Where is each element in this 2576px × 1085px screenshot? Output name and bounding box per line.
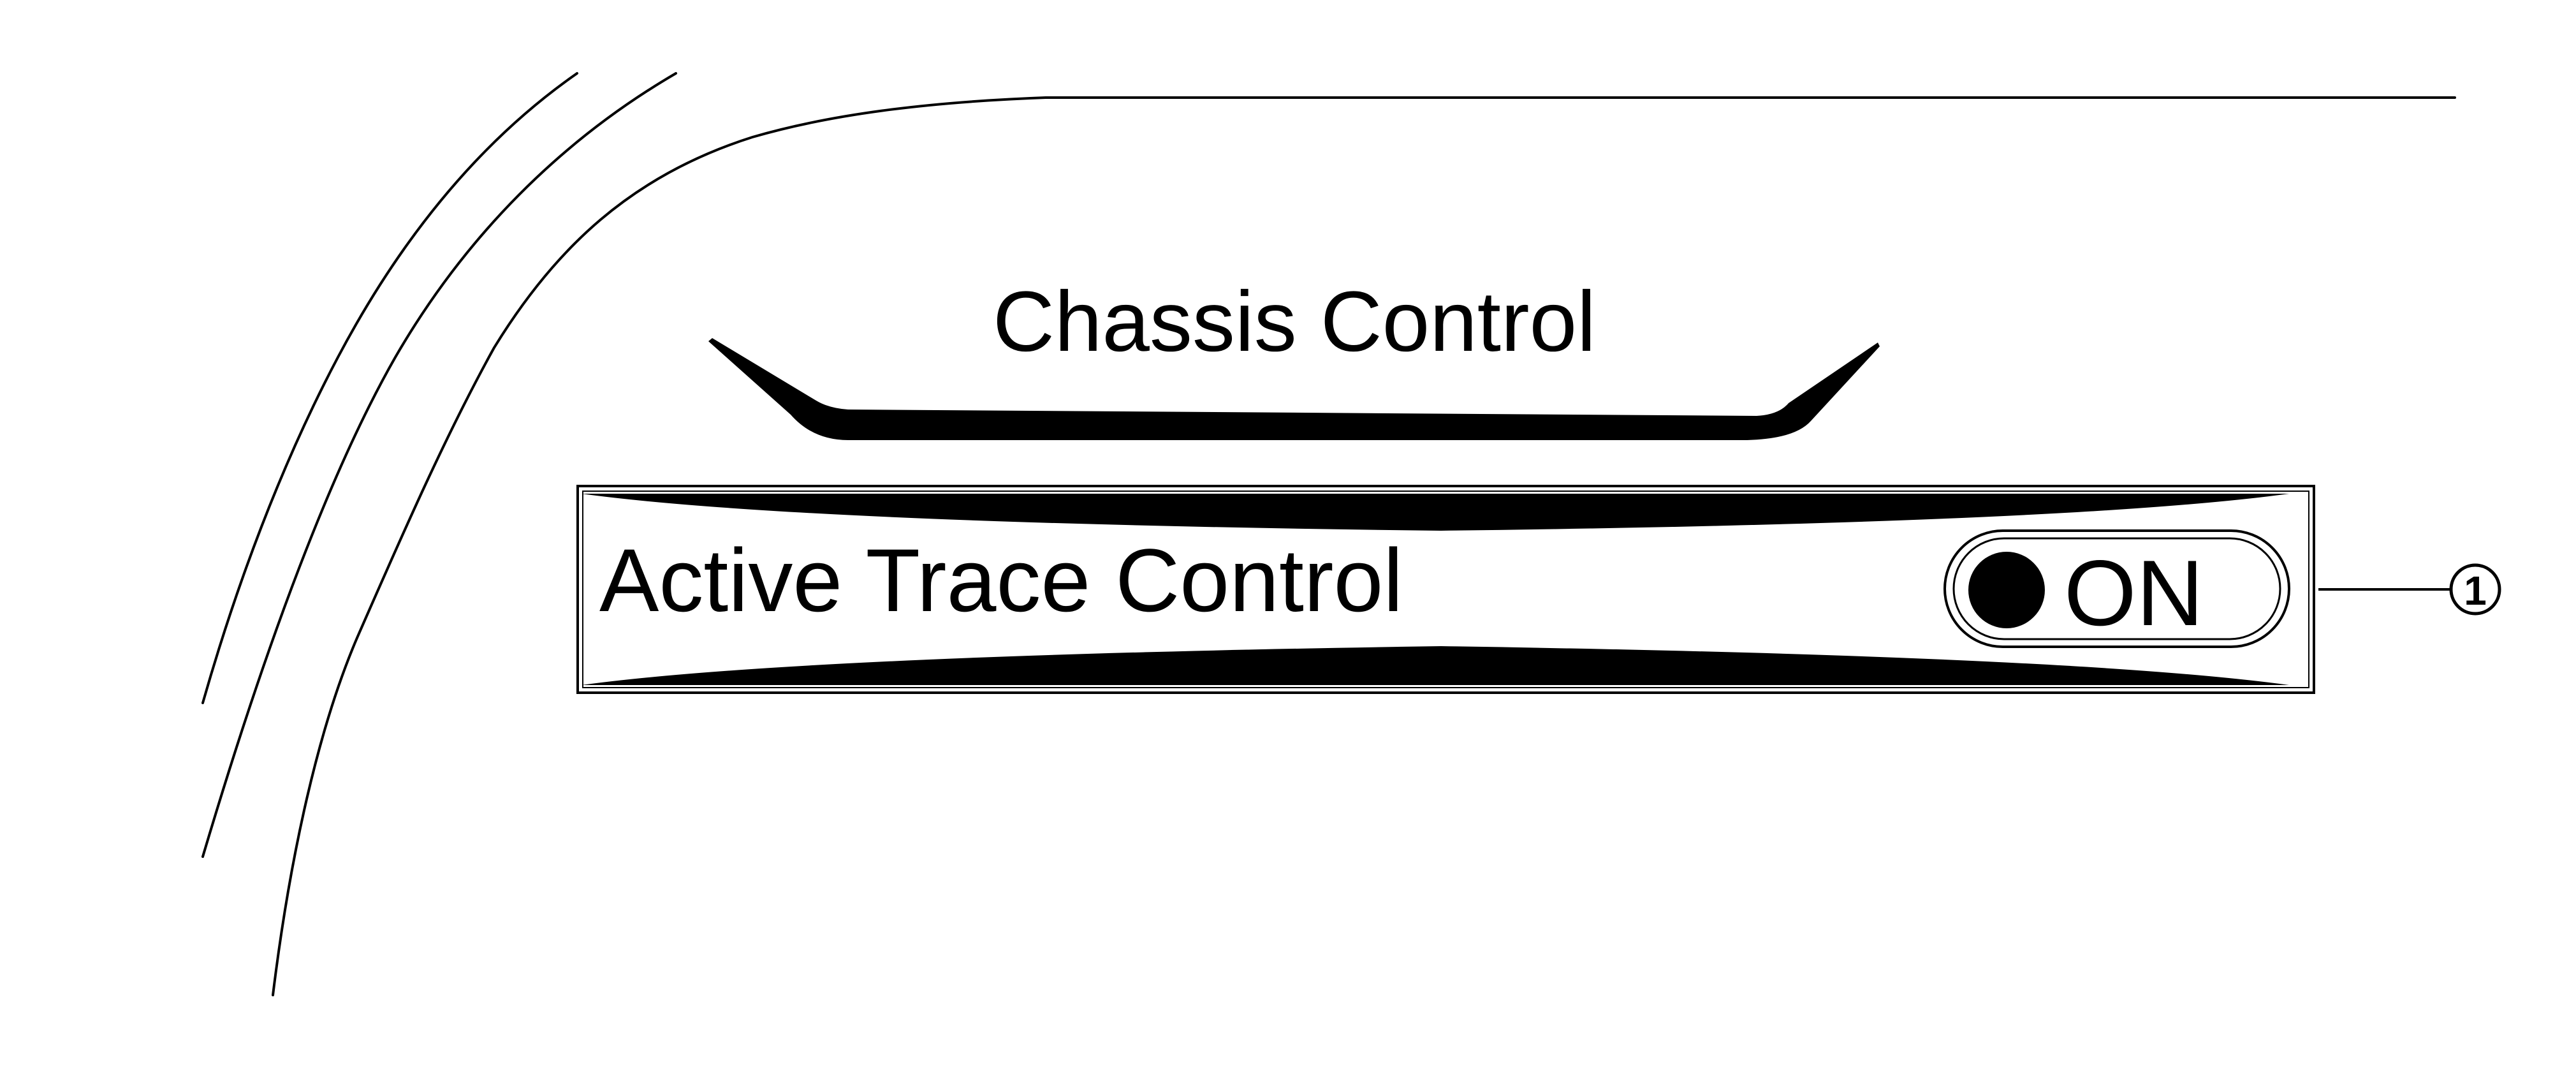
highlight-bar-top xyxy=(582,494,2289,531)
callout-number: 1 xyxy=(2464,568,2487,614)
display-bezel-outline xyxy=(201,72,2456,996)
menu-item-frame xyxy=(576,485,2315,694)
toggle-inner-pill xyxy=(1952,537,2281,640)
highlight-bar-bottom xyxy=(582,646,2289,685)
bezel-middle-curve xyxy=(201,72,677,858)
menu-item-label: Active Trace Control xyxy=(599,530,1403,630)
menu-item-active-trace-control[interactable]: Active Trace Control ON xyxy=(576,485,2315,694)
callout: 1 xyxy=(2318,563,2501,616)
toggle-switch[interactable]: ON xyxy=(1943,529,2290,648)
menu-title: Chassis Control xyxy=(993,274,1596,369)
callout-circle xyxy=(2449,563,2501,616)
title-underline-bracket xyxy=(708,338,1880,440)
toggle-state-label: ON xyxy=(2064,541,2204,645)
menu-item-inner-frame xyxy=(582,491,2309,688)
filled-circle-icon xyxy=(1968,552,2045,628)
bezel-inner-curve xyxy=(272,96,2456,996)
bezel-outer-curve xyxy=(201,72,578,704)
